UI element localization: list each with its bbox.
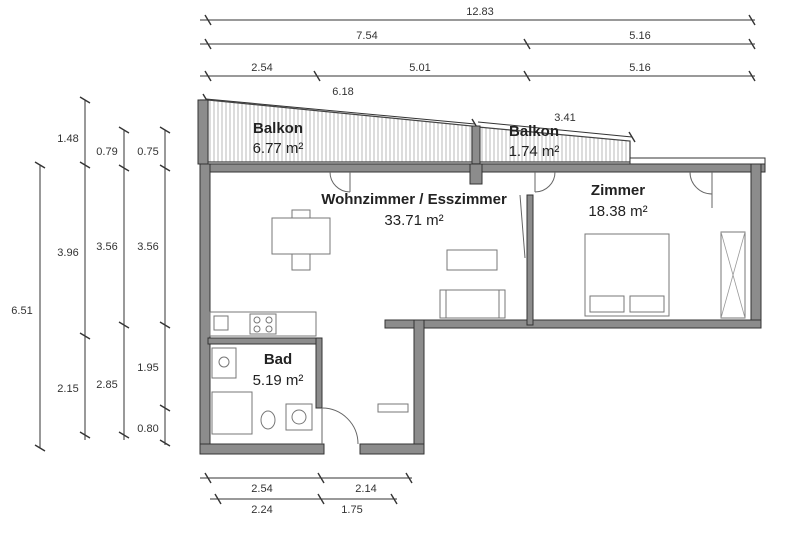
dim-bottom-row1-b: 2.14 bbox=[355, 483, 376, 495]
dim-left-col1-c: 2.15 bbox=[57, 383, 78, 395]
bad-area: 5.19 m² bbox=[253, 372, 304, 389]
dim-top-row3-b: 5.01 bbox=[409, 62, 430, 74]
dim-left-col3-a: 0.75 bbox=[137, 146, 158, 158]
bad-name: Bad bbox=[264, 351, 292, 368]
wardrobe bbox=[720, 231, 746, 319]
bathroom-fixtures bbox=[211, 347, 313, 435]
balkon-left-name: Balkon bbox=[253, 120, 303, 137]
dim-left-col2-c: 2.85 bbox=[96, 379, 117, 391]
sofa bbox=[439, 289, 506, 319]
dim-balcony-slope-left: 6.18 bbox=[332, 86, 353, 98]
walls bbox=[199, 163, 766, 455]
dim-left-col2-b: 3.56 bbox=[96, 241, 117, 253]
dim-left-col1-a: 1.48 bbox=[57, 133, 78, 145]
wohnzimmer-name: Wohnzimmer / Esszimmer bbox=[321, 191, 507, 208]
balkon-left-area: 6.77 m² bbox=[253, 140, 304, 157]
dim-bottom-row2-b: 1.75 bbox=[341, 504, 362, 516]
dim-left-total: 6.51 bbox=[11, 305, 32, 317]
bottom-dimensions: 2.54 2.14 2.24 1.75 bbox=[200, 472, 413, 516]
zimmer-area: 18.38 m² bbox=[588, 203, 647, 220]
wohnzimmer-area: 33.71 m² bbox=[384, 212, 443, 229]
dim-left-col3-b: 3.56 bbox=[137, 241, 158, 253]
zimmer-name: Zimmer bbox=[591, 182, 645, 199]
dim-top-row3-c: 5.16 bbox=[629, 62, 650, 74]
dim-bottom-row1-a: 2.54 bbox=[251, 483, 272, 495]
dim-left-col3-d: 0.80 bbox=[137, 423, 158, 435]
dim-top-row3-a: 2.54 bbox=[251, 62, 272, 74]
kitchen-counter bbox=[209, 311, 317, 337]
dim-balcony-slope-right: 3.41 bbox=[554, 112, 575, 124]
balkon-right-name: Balkon bbox=[509, 123, 559, 140]
left-dimensions: 6.51 1.48 3.96 2.15 0.79 3.56 2.85 0.75 … bbox=[11, 96, 171, 452]
entrance-shelf bbox=[377, 403, 409, 413]
dining-table bbox=[271, 209, 331, 271]
bed bbox=[584, 233, 670, 317]
dim-left-col3-c: 1.95 bbox=[137, 362, 158, 374]
dim-top-row2-right: 5.16 bbox=[629, 30, 650, 42]
dim-left-col1-b: 3.96 bbox=[57, 247, 78, 259]
top-dimensions: 12.83 7.54 5.16 2.54 5.01 5.16 6.18 3.41 bbox=[200, 6, 756, 143]
tv-table bbox=[446, 249, 498, 271]
dim-left-col2-a: 0.79 bbox=[96, 146, 117, 158]
dim-top-row2-left: 7.54 bbox=[356, 30, 377, 42]
doors bbox=[321, 171, 713, 445]
dim-top-total: 12.83 bbox=[466, 6, 494, 18]
dim-bottom-row2-a: 2.24 bbox=[251, 504, 272, 516]
balcony-left bbox=[197, 99, 473, 165]
balkon-right-area: 1.74 m² bbox=[509, 143, 560, 160]
